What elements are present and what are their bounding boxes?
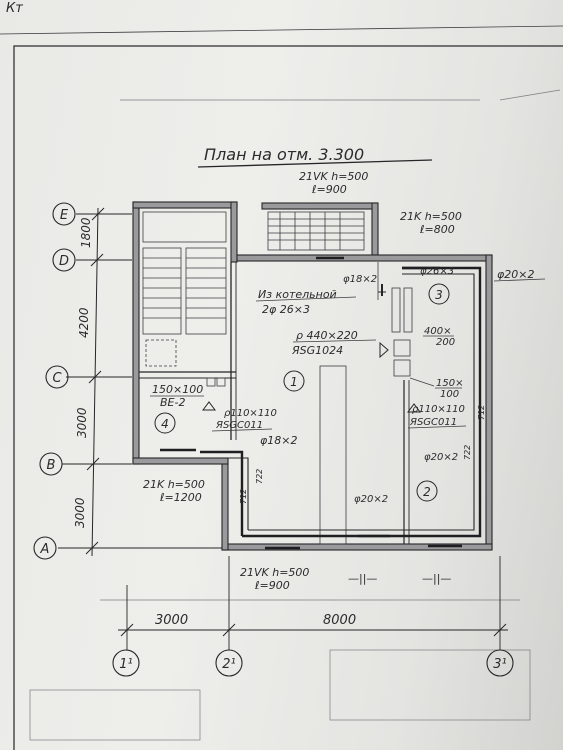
room-marker-4: 4 xyxy=(154,412,176,434)
note-box-400-bottom: 200 xyxy=(436,337,455,348)
column-axis-lines xyxy=(126,556,501,650)
note-small-722-a: 722 xyxy=(255,469,264,484)
break-mark-left: —||— xyxy=(348,572,377,585)
note-box-150-top: 150× xyxy=(436,378,463,389)
row-axis-lines xyxy=(58,213,222,549)
stairs-top xyxy=(267,211,365,251)
header-scribble: Кт xyxy=(6,1,23,16)
note-code-right: ЯSGC011 xyxy=(409,417,457,428)
dim-1800: 1800 xyxy=(79,217,93,248)
exterior-walls xyxy=(132,201,493,551)
arrow-grille-440 xyxy=(379,341,389,359)
note-pipe-18-left: φ18×2 xyxy=(260,434,297,447)
note-bottom-vk-length: ℓ=900 xyxy=(254,579,290,592)
column xyxy=(319,365,347,545)
arrow-grille-left xyxy=(202,401,216,411)
axis-bubble-3: 3¹ xyxy=(486,649,514,677)
axis-bubble-2: 2¹ xyxy=(215,649,243,677)
axis-bubble-E: E xyxy=(52,202,76,226)
leader-box-150 xyxy=(409,377,435,387)
note-pipe-26: φ26×3 xyxy=(420,266,454,277)
note-pipe-18-top: φ18×2 xyxy=(343,274,377,285)
room-label-2: 2 xyxy=(423,485,431,499)
note-grille-440: ρ 440×220 xyxy=(296,329,358,342)
note-code-right-underline xyxy=(407,425,467,429)
axis-label-2: 2¹ xyxy=(222,657,235,672)
be-unit xyxy=(206,377,226,387)
room-label-4: 4 xyxy=(161,417,169,431)
note-small-712-b: 712 xyxy=(477,405,486,420)
note-pipe-20-bottom: φ20×2 xyxy=(354,494,388,505)
room-label-1: 1 xyxy=(290,375,298,389)
background-tracings xyxy=(29,89,561,741)
interior-walls xyxy=(139,262,410,545)
note-left-k-length: ℓ=1200 xyxy=(159,491,202,504)
note-right-k-height: 21K h=500 xyxy=(400,210,462,223)
note-be-code: BE-2 xyxy=(160,396,185,409)
break-mark-right: —||— xyxy=(422,572,451,585)
note-right-k-length: ℓ=800 xyxy=(419,223,455,236)
boiler-riser xyxy=(378,284,386,296)
note-grille-110-left: ρ110×110 xyxy=(224,408,277,419)
note-boiler-source: Из котельной xyxy=(258,288,337,301)
note-pipe-20-right: φ20×2 xyxy=(497,268,534,281)
note-be-size: 150×100 xyxy=(152,383,203,396)
axis-label-E: E xyxy=(60,208,69,223)
axis-label-3: 3¹ xyxy=(493,657,506,672)
note-left-k-height: 21K h=500 xyxy=(143,478,205,491)
stairs-left xyxy=(142,211,227,367)
axis-label-1: 1¹ xyxy=(119,657,132,672)
axis-bubble-A: A xyxy=(33,536,57,560)
vertical-dimension-chain xyxy=(85,207,105,557)
note-grille-440-underline xyxy=(292,339,377,343)
dim-4200: 4200 xyxy=(77,307,91,338)
axis-bubble-B: B xyxy=(39,452,63,476)
sheet-frame xyxy=(13,45,563,750)
axis-bubble-C: C xyxy=(45,365,69,389)
note-code-left-underline xyxy=(211,428,273,432)
axis-label-C: C xyxy=(52,371,62,386)
axis-label-B: B xyxy=(47,458,56,473)
note-top-vk-height: 21VK h=500 xyxy=(299,170,368,183)
note-boiler-pipes: 2φ 26×3 xyxy=(262,303,310,316)
room-marker-1: 1 xyxy=(283,370,305,392)
note-box-150-bottom: 100 xyxy=(440,389,459,400)
note-box-400-top: 400× xyxy=(424,326,451,337)
note-grille-110-right: ρ110×110 xyxy=(412,404,465,415)
top-paper-edge xyxy=(0,25,563,35)
note-small-712-a: 712 xyxy=(239,489,248,504)
note-pipe-20-room2: φ20×2 xyxy=(424,452,458,463)
note-top-vk-length: ℓ=900 xyxy=(311,183,347,196)
room-marker-2: 2 xyxy=(416,480,438,502)
dim-3000-horizontal: 3000 xyxy=(155,613,188,628)
arrow-grille-right xyxy=(407,403,421,413)
note-small-722-b: 722 xyxy=(463,445,472,460)
note-code-left: ЯSGC011 xyxy=(215,420,263,431)
drawing-title: План на отм. 3.300 xyxy=(204,145,364,164)
note-pipe-20-right-underline xyxy=(493,278,546,282)
note-boiler-underline xyxy=(255,296,357,302)
note-grille-440-code: ЯSG1024 xyxy=(291,344,343,357)
title-underline xyxy=(197,159,433,168)
axis-bubble-D: D xyxy=(52,248,76,272)
grille-stack xyxy=(391,287,413,377)
axis-label-A: A xyxy=(40,542,50,557)
heating-pipes xyxy=(160,256,482,550)
dim-3000-upper: 3000 xyxy=(75,407,89,438)
note-bottom-vk-height: 21VK h=500 xyxy=(240,566,309,579)
room-label-3: 3 xyxy=(435,288,443,302)
axis-bubble-1: 1¹ xyxy=(112,649,140,677)
axis-label-D: D xyxy=(59,254,69,269)
horizontal-dimension-chain xyxy=(118,623,508,637)
room-marker-3: 3 xyxy=(428,283,450,305)
dim-8000: 8000 xyxy=(323,613,356,628)
dim-3000-lower: 3000 xyxy=(73,497,87,528)
